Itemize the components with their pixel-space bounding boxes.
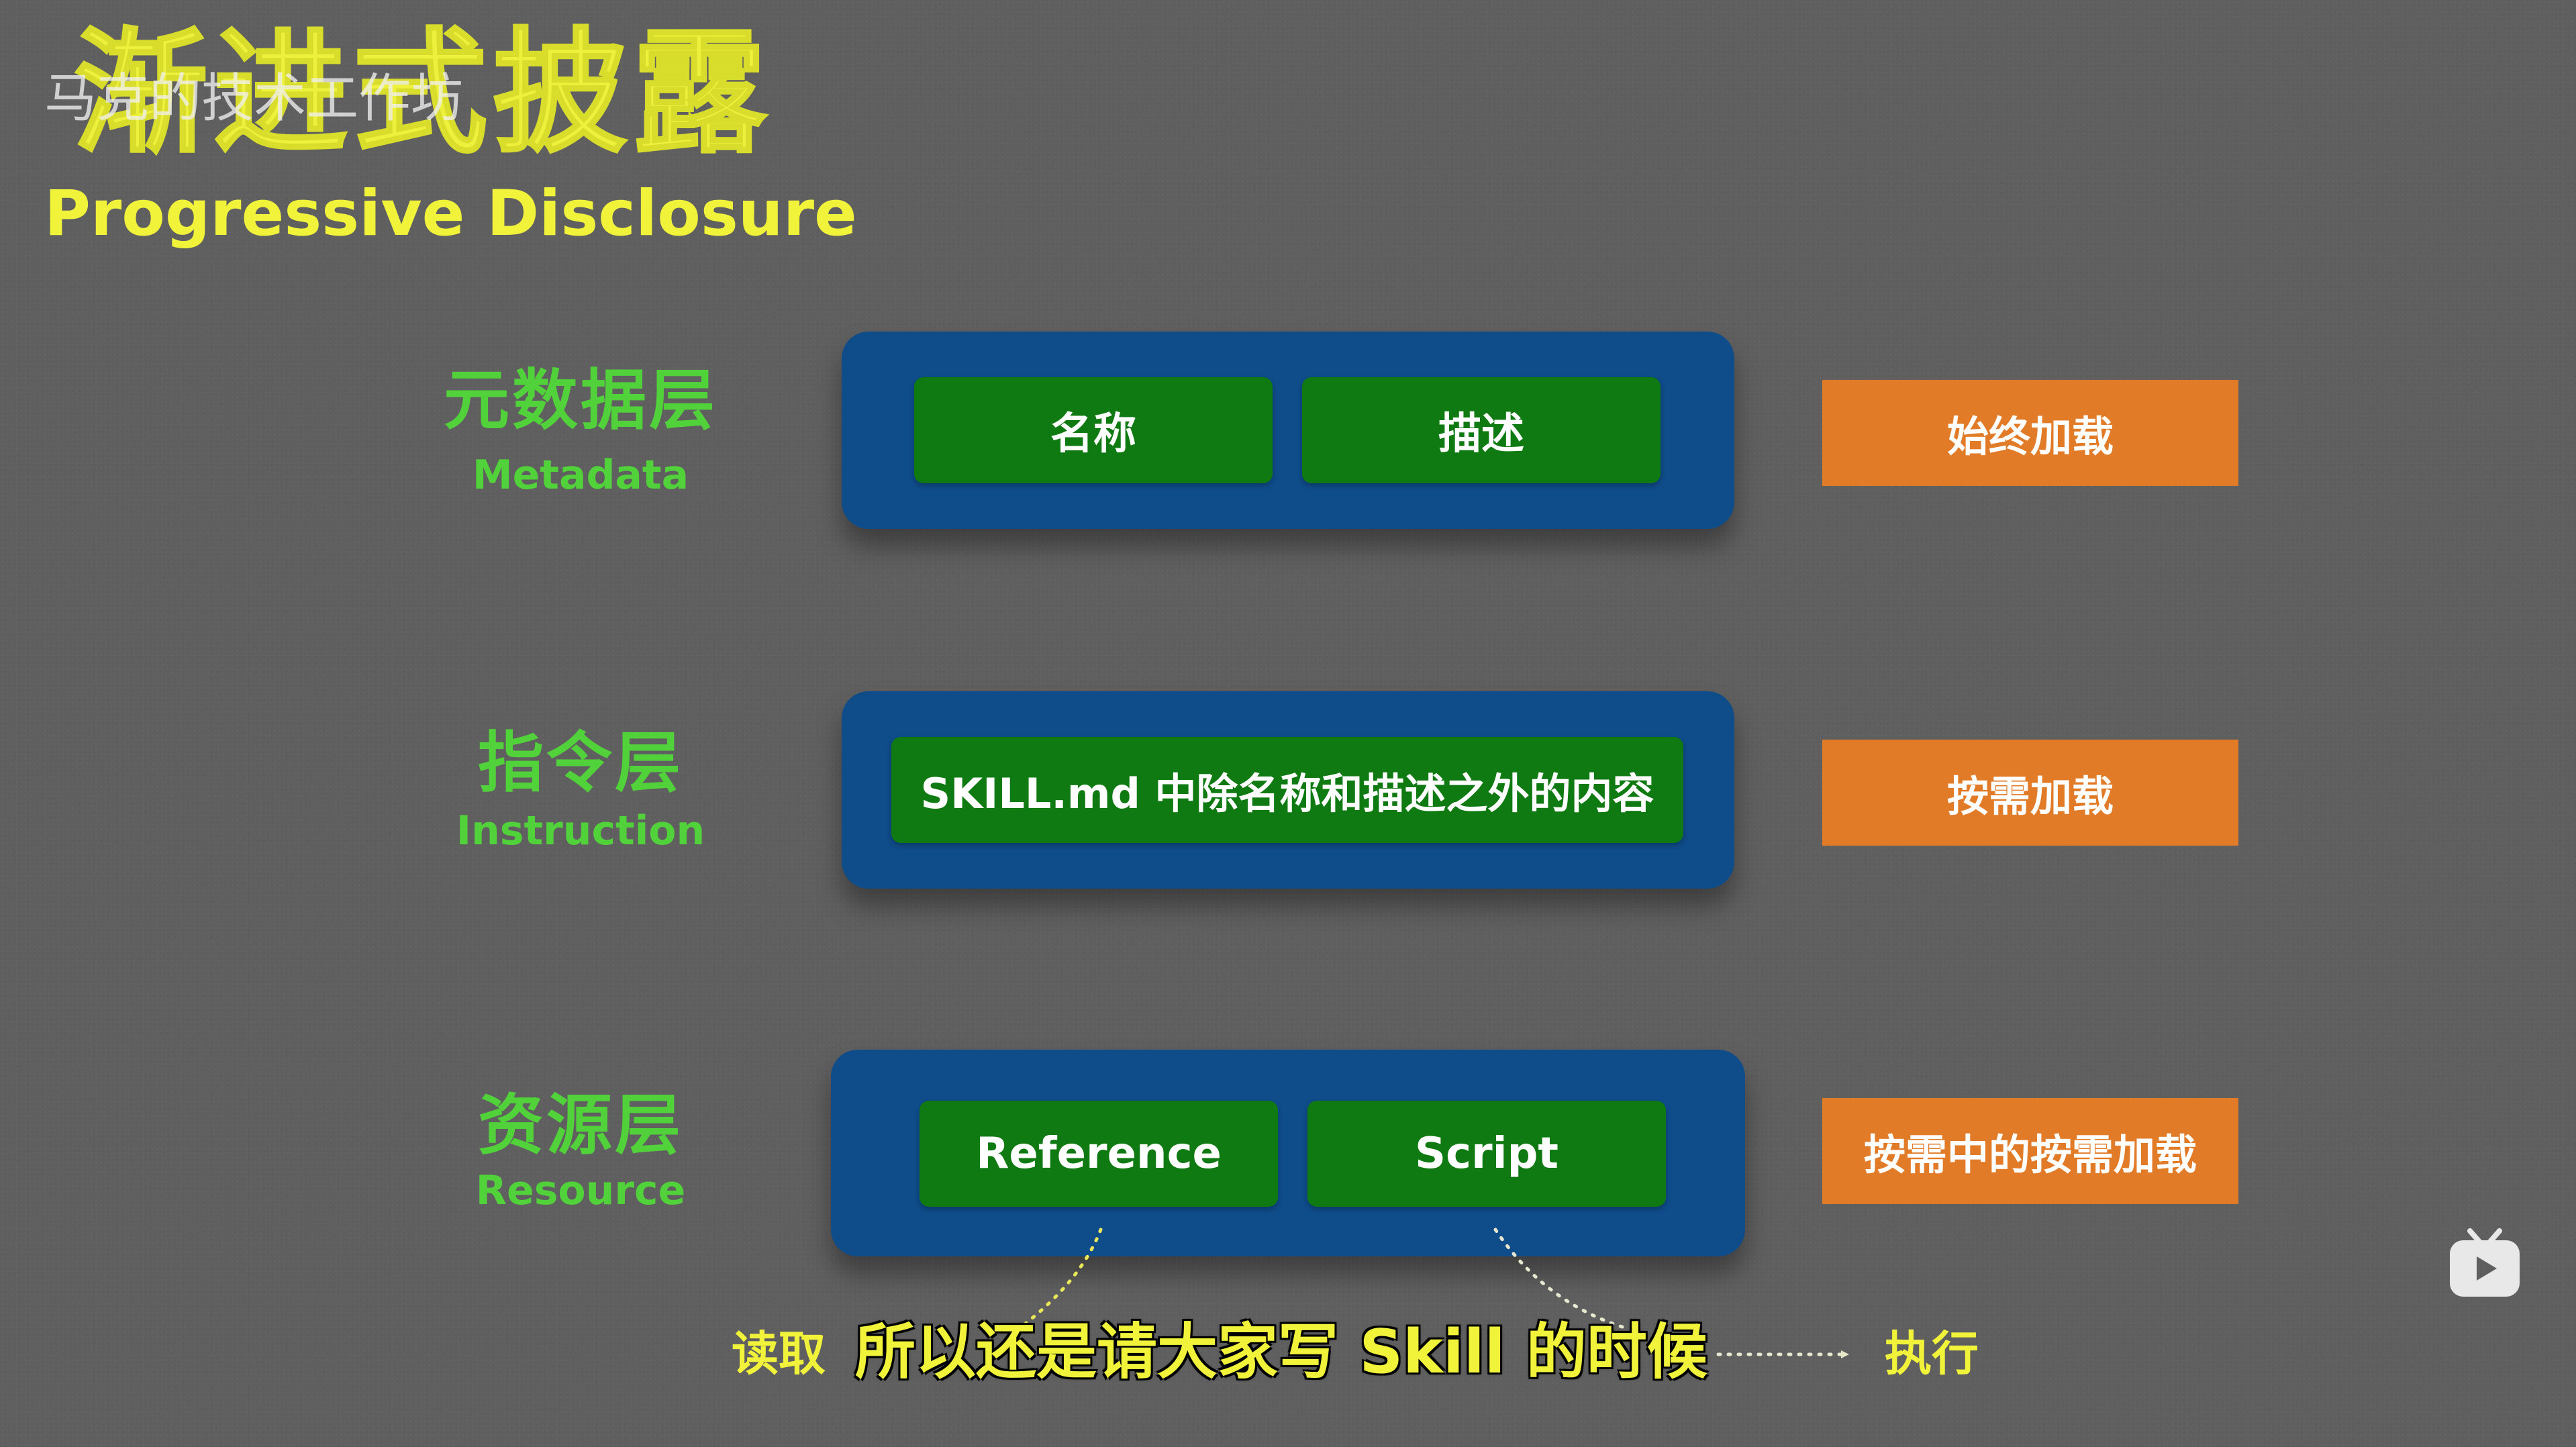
resource-layer-label-en: Resource bbox=[475, 1167, 686, 1214]
page-title-english: Progressive Disclosure bbox=[44, 177, 857, 250]
nested-on-demand-load-tag: 按需中的按需加载 bbox=[1822, 1098, 2238, 1204]
metadata-layer-label-cn: 元数据层 bbox=[443, 362, 717, 439]
video-player-icon[interactable] bbox=[2447, 1227, 2522, 1299]
chip-reference: Reference bbox=[920, 1101, 1278, 1207]
on-demand-load-tag: 按需加载 bbox=[1822, 740, 2238, 846]
read-label: 读取 bbox=[732, 1326, 826, 1381]
chip-skill-md-content: SKILL.md 中除名称和描述之外的内容 bbox=[891, 737, 1683, 843]
read-connector bbox=[1018, 1228, 1103, 1330]
resource-layer-label-cn: 资源层 bbox=[477, 1087, 683, 1164]
metadata-layer-label-en: Metadata bbox=[472, 452, 689, 499]
instruction-layer-label-en: Instruction bbox=[456, 807, 705, 854]
chip-description: 描述 bbox=[1302, 377, 1661, 483]
chip-name: 名称 bbox=[914, 377, 1273, 483]
chip-script: Script bbox=[1307, 1101, 1666, 1207]
instruction-layer-label-cn: 指令层 bbox=[477, 725, 683, 801]
execute-connector bbox=[1493, 1228, 1626, 1330]
page-title-chinese: 渐进式披露 bbox=[72, 15, 773, 172]
always-load-tag: 始终加载 bbox=[1822, 380, 2238, 486]
execute-label: 执行 bbox=[1885, 1326, 1979, 1381]
channel-watermark: 马克的技术工作坊 bbox=[44, 68, 464, 129]
video-subtitle: 所以还是请大家写 Skill 的时候 bbox=[855, 1317, 1707, 1387]
